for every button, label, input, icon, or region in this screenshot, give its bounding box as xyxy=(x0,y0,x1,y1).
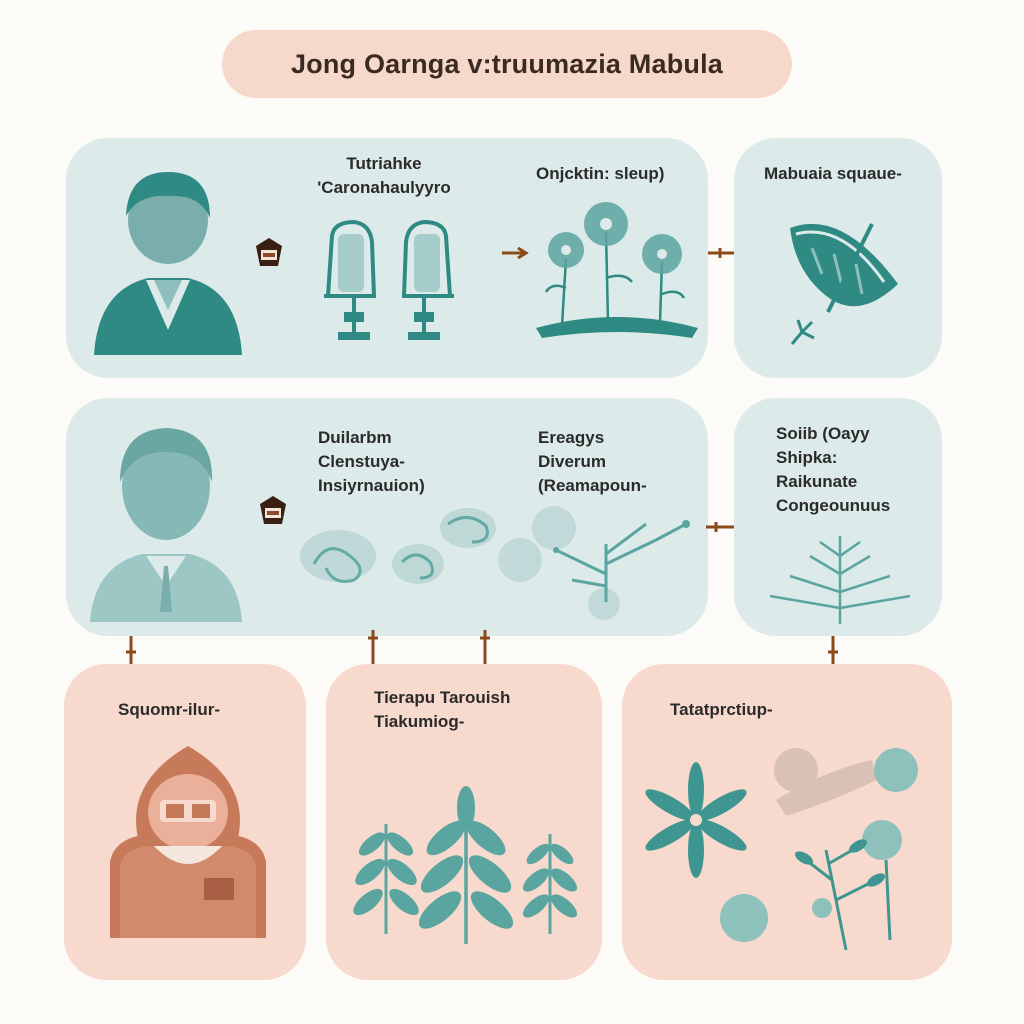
middle-main-panel: Duilarbm Clenstuya- Insiyrnauion) Ereagy… xyxy=(66,398,708,636)
top-label-primary: Tutriahke 'Caronahaulyyro xyxy=(294,152,474,200)
diagram-title: Jong Oarnga v:truumazia Mabula xyxy=(222,30,792,98)
top-label-secondary: Onjcktin: sleup) xyxy=(536,164,665,183)
bottom-center-line-1: Tierapu Tarouish xyxy=(374,688,511,707)
middle-side-line-2: Shipka: xyxy=(776,448,838,467)
middle-side-label: Soiib (Oayy Shipka: Raikunate Congeounuu… xyxy=(776,422,890,518)
bottom-center-panel: Tierapu Tarouish Tiakumiog- xyxy=(326,664,602,980)
badge-icon xyxy=(260,496,286,524)
bottom-center-label: Tierapu Tarouish Tiakumiog- xyxy=(374,686,510,734)
person-silhouette-icon xyxy=(90,428,242,622)
bottom-right-panel: Tatatprctiup- xyxy=(622,664,952,980)
plant-sprig-icon xyxy=(498,506,690,620)
middle-side-line-3: Raikunate xyxy=(776,472,858,491)
top-label-line-1: Tutriahke xyxy=(346,154,422,173)
bottom-left-panel: Squomr-ilur- xyxy=(64,664,306,980)
middle-left-line-2: Clenstuya- xyxy=(318,452,405,471)
arch-device-icon xyxy=(324,219,454,340)
top-side-label: Mabuaia squaue- xyxy=(764,164,902,183)
arrow-icon xyxy=(502,246,529,260)
middle-side-panel: Soiib (Oayy Shipka: Raikunate Congeounuu… xyxy=(734,398,942,636)
swirl-pattern-icon xyxy=(300,508,496,584)
connector-icon xyxy=(706,522,738,532)
flower-icon xyxy=(645,748,918,951)
person-silhouette-icon xyxy=(94,172,242,355)
leaf-icon xyxy=(790,223,898,345)
middle-right-line-1: Ereagys xyxy=(538,428,605,447)
middle-right-line-3: (Reamapoun- xyxy=(538,476,647,495)
middle-side-line-4: Congeounuus xyxy=(776,496,891,515)
top-main-panel: Tutriahke 'Caronahaulyyro Onjcktin: sleu… xyxy=(66,138,708,378)
connector-icon xyxy=(480,630,490,670)
middle-right-line-2: Diverum xyxy=(538,452,607,471)
middle-left-line-1: Duilarbm xyxy=(318,428,392,447)
middle-left-line-3: Insiyrnauion) xyxy=(318,476,425,495)
middle-label-right: Ereagys Diverum (Reamapoun- xyxy=(538,426,647,498)
hooded-figure-icon xyxy=(110,746,266,938)
bottom-left-label: Squomr-ilur- xyxy=(118,700,220,719)
top-side-panel: Mabuaia squaue- xyxy=(734,138,942,378)
middle-label-left: Duilarbm Clenstuya- Insiyrnauion) xyxy=(318,426,425,498)
flower-bed-icon xyxy=(536,202,698,338)
bottom-right-label: Tatatprctiup- xyxy=(670,700,773,719)
badge-icon xyxy=(256,238,282,266)
middle-side-line-1: Soiib (Oayy xyxy=(776,424,870,443)
connector-icon xyxy=(368,630,378,670)
bottom-center-line-2: Tiakumiog- xyxy=(374,712,465,731)
plant-sprig-icon xyxy=(769,536,911,624)
plant-sprig-icon xyxy=(353,786,578,944)
top-label-line-2: 'Caronahaulyyro xyxy=(317,178,451,197)
